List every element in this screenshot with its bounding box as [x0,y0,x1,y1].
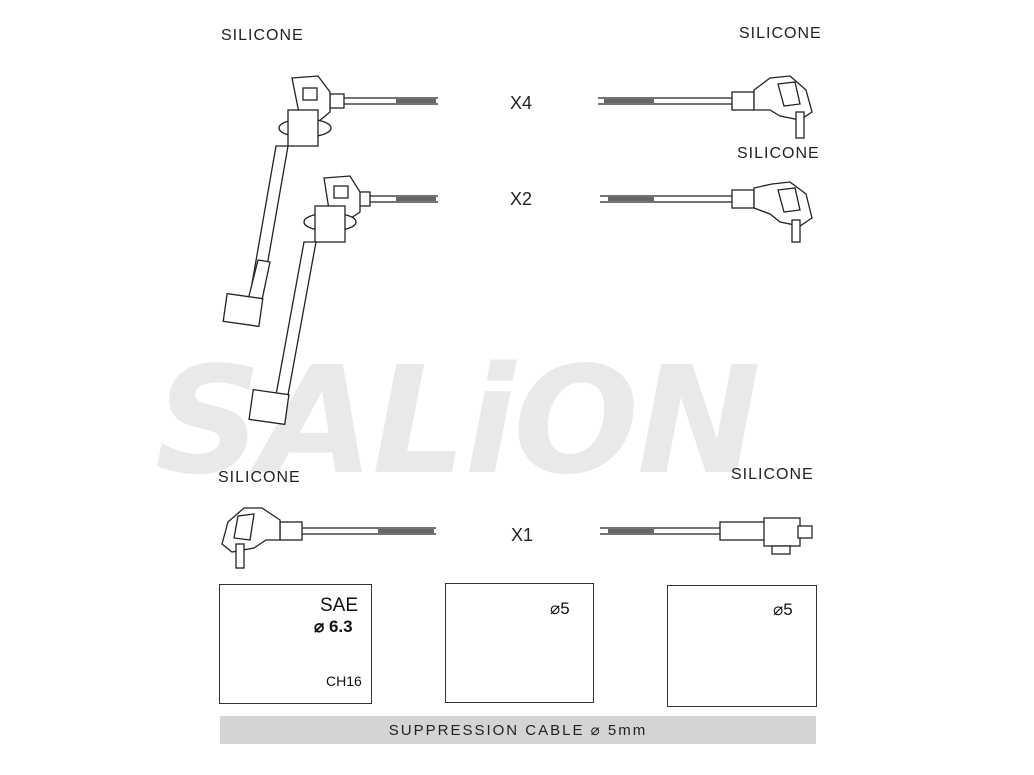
straight-connector-cable [600,517,813,555]
spark-plug-code: CH16 [326,673,362,689]
label-silicone-mid-right: SILICONE [737,145,820,162]
long-boot-cable-1 [222,75,438,328]
angled-boot-cable-1 [598,75,813,139]
quantity-x1: X1 [511,525,534,545]
brand-watermark: SALiON [155,335,761,507]
quantity-x2: X2 [510,189,533,209]
angled-boot-cable-2 [600,181,813,243]
distributor-female-box: ⌀5 [667,585,817,707]
label-silicone-bottom-right: SILICONE [731,466,814,483]
distributor-male-box: ⌀5 [445,583,594,703]
label-silicone-top-right: SILICONE [739,25,822,42]
sae-label: SAE [320,595,359,616]
angled-boot-cable-3 [221,507,436,569]
quantity-x4: X4 [510,93,533,113]
long-boot-cable-2 [248,175,438,426]
suppression-cable-bar: SUPPRESSION CABLE ⌀ 5mm [220,716,816,744]
distributor-female-diameter: ⌀5 [773,600,793,619]
spark-plug-box: SAE ⌀ 6.3 CH16 [219,584,372,704]
spark-plug-diameter: ⌀ 6.3 [314,617,353,636]
suppression-cable-text: SUPPRESSION CABLE ⌀ 5mm [388,722,648,739]
label-silicone-bottom-left: SILICONE [218,469,301,486]
label-silicone-top-left: SILICONE [221,27,304,44]
distributor-male-diameter: ⌀5 [550,599,570,618]
